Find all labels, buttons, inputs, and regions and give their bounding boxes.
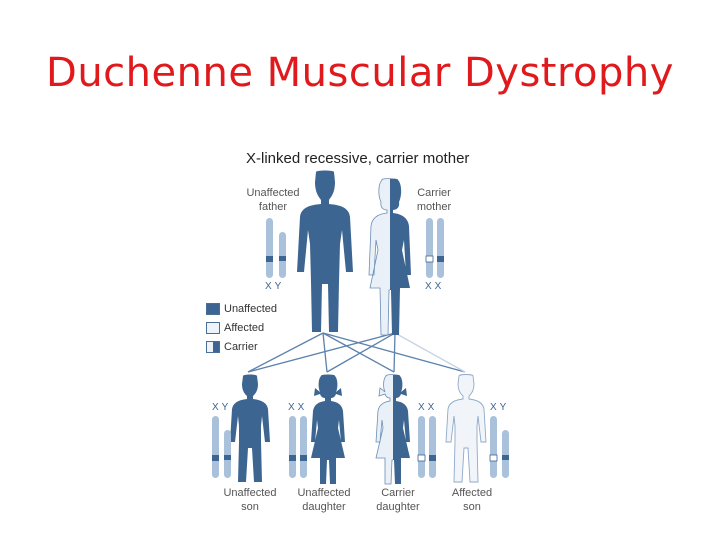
father-chromosome-label: XY [265, 281, 285, 292]
father-figure [297, 170, 353, 332]
slide-title: Duchenne Muscular Dystrophy [46, 50, 674, 96]
inheritance-lines [247, 332, 466, 373]
child-1-chromosomes [212, 416, 231, 478]
child-2-label-line2: daughter [302, 501, 346, 513]
father-label: Unaffected father [238, 186, 308, 214]
child-2-chromosome-label: XX [288, 402, 308, 413]
legend-affected: Affected [206, 321, 264, 335]
mother-chromosome-label: XX [425, 281, 445, 292]
child-4-label: Affected son [436, 486, 508, 514]
diagram-subtitle: X-linked recessive, carrier mother [246, 150, 470, 167]
affected-inheritance-line [394, 332, 466, 373]
child-3-figure [375, 374, 410, 485]
child-4-figure [445, 374, 487, 483]
child-1-label-line1: Unaffected [223, 487, 277, 499]
legend-carrier: Carrier [206, 340, 258, 354]
child-4-label-line1: Affected [451, 487, 493, 499]
child-3-label: Carrier daughter [362, 486, 434, 514]
legend-unaffected-swatch [206, 303, 220, 316]
child-3-label-line2: daughter [376, 501, 420, 513]
legend-affected-label: Affected [224, 322, 265, 334]
child-4-chromosomes [489, 416, 509, 478]
child-4-chromosome-label: XY [490, 402, 510, 413]
mother-figure [368, 178, 411, 336]
legend-unaffected: Unaffected [206, 302, 277, 316]
father-label-line2: father [258, 201, 288, 213]
mother-label-line2: mother [416, 201, 452, 213]
child-1-label: Unaffected son [214, 486, 286, 514]
child-2-label: Unaffected daughter [288, 486, 360, 514]
child-3-chromosomes [417, 416, 436, 478]
child-1-figure [230, 374, 270, 482]
child-4-label-line2: son [463, 501, 481, 513]
child-3-label-line1: Carrier [381, 487, 415, 499]
child-2-chromosomes [289, 416, 307, 478]
father-label-line1: Unaffected [246, 187, 300, 199]
legend-carrier-swatch [206, 341, 220, 354]
child-2-figure [311, 374, 345, 484]
child-3-chromosome-label: XX [418, 402, 438, 413]
mother-label-line1: Carrier [417, 187, 451, 199]
mother-chromosomes [425, 218, 444, 278]
child-1-chromosome-label: XY [212, 402, 232, 413]
mother-label: Carrier mother [400, 186, 468, 214]
legend-unaffected-label: Unaffected [224, 303, 278, 315]
child-1-label-line2: son [241, 501, 259, 513]
father-chromosomes [266, 218, 286, 278]
legend-carrier-label: Carrier [224, 341, 258, 353]
child-2-label-line1: Unaffected [297, 487, 351, 499]
legend-affected-swatch [206, 322, 220, 335]
